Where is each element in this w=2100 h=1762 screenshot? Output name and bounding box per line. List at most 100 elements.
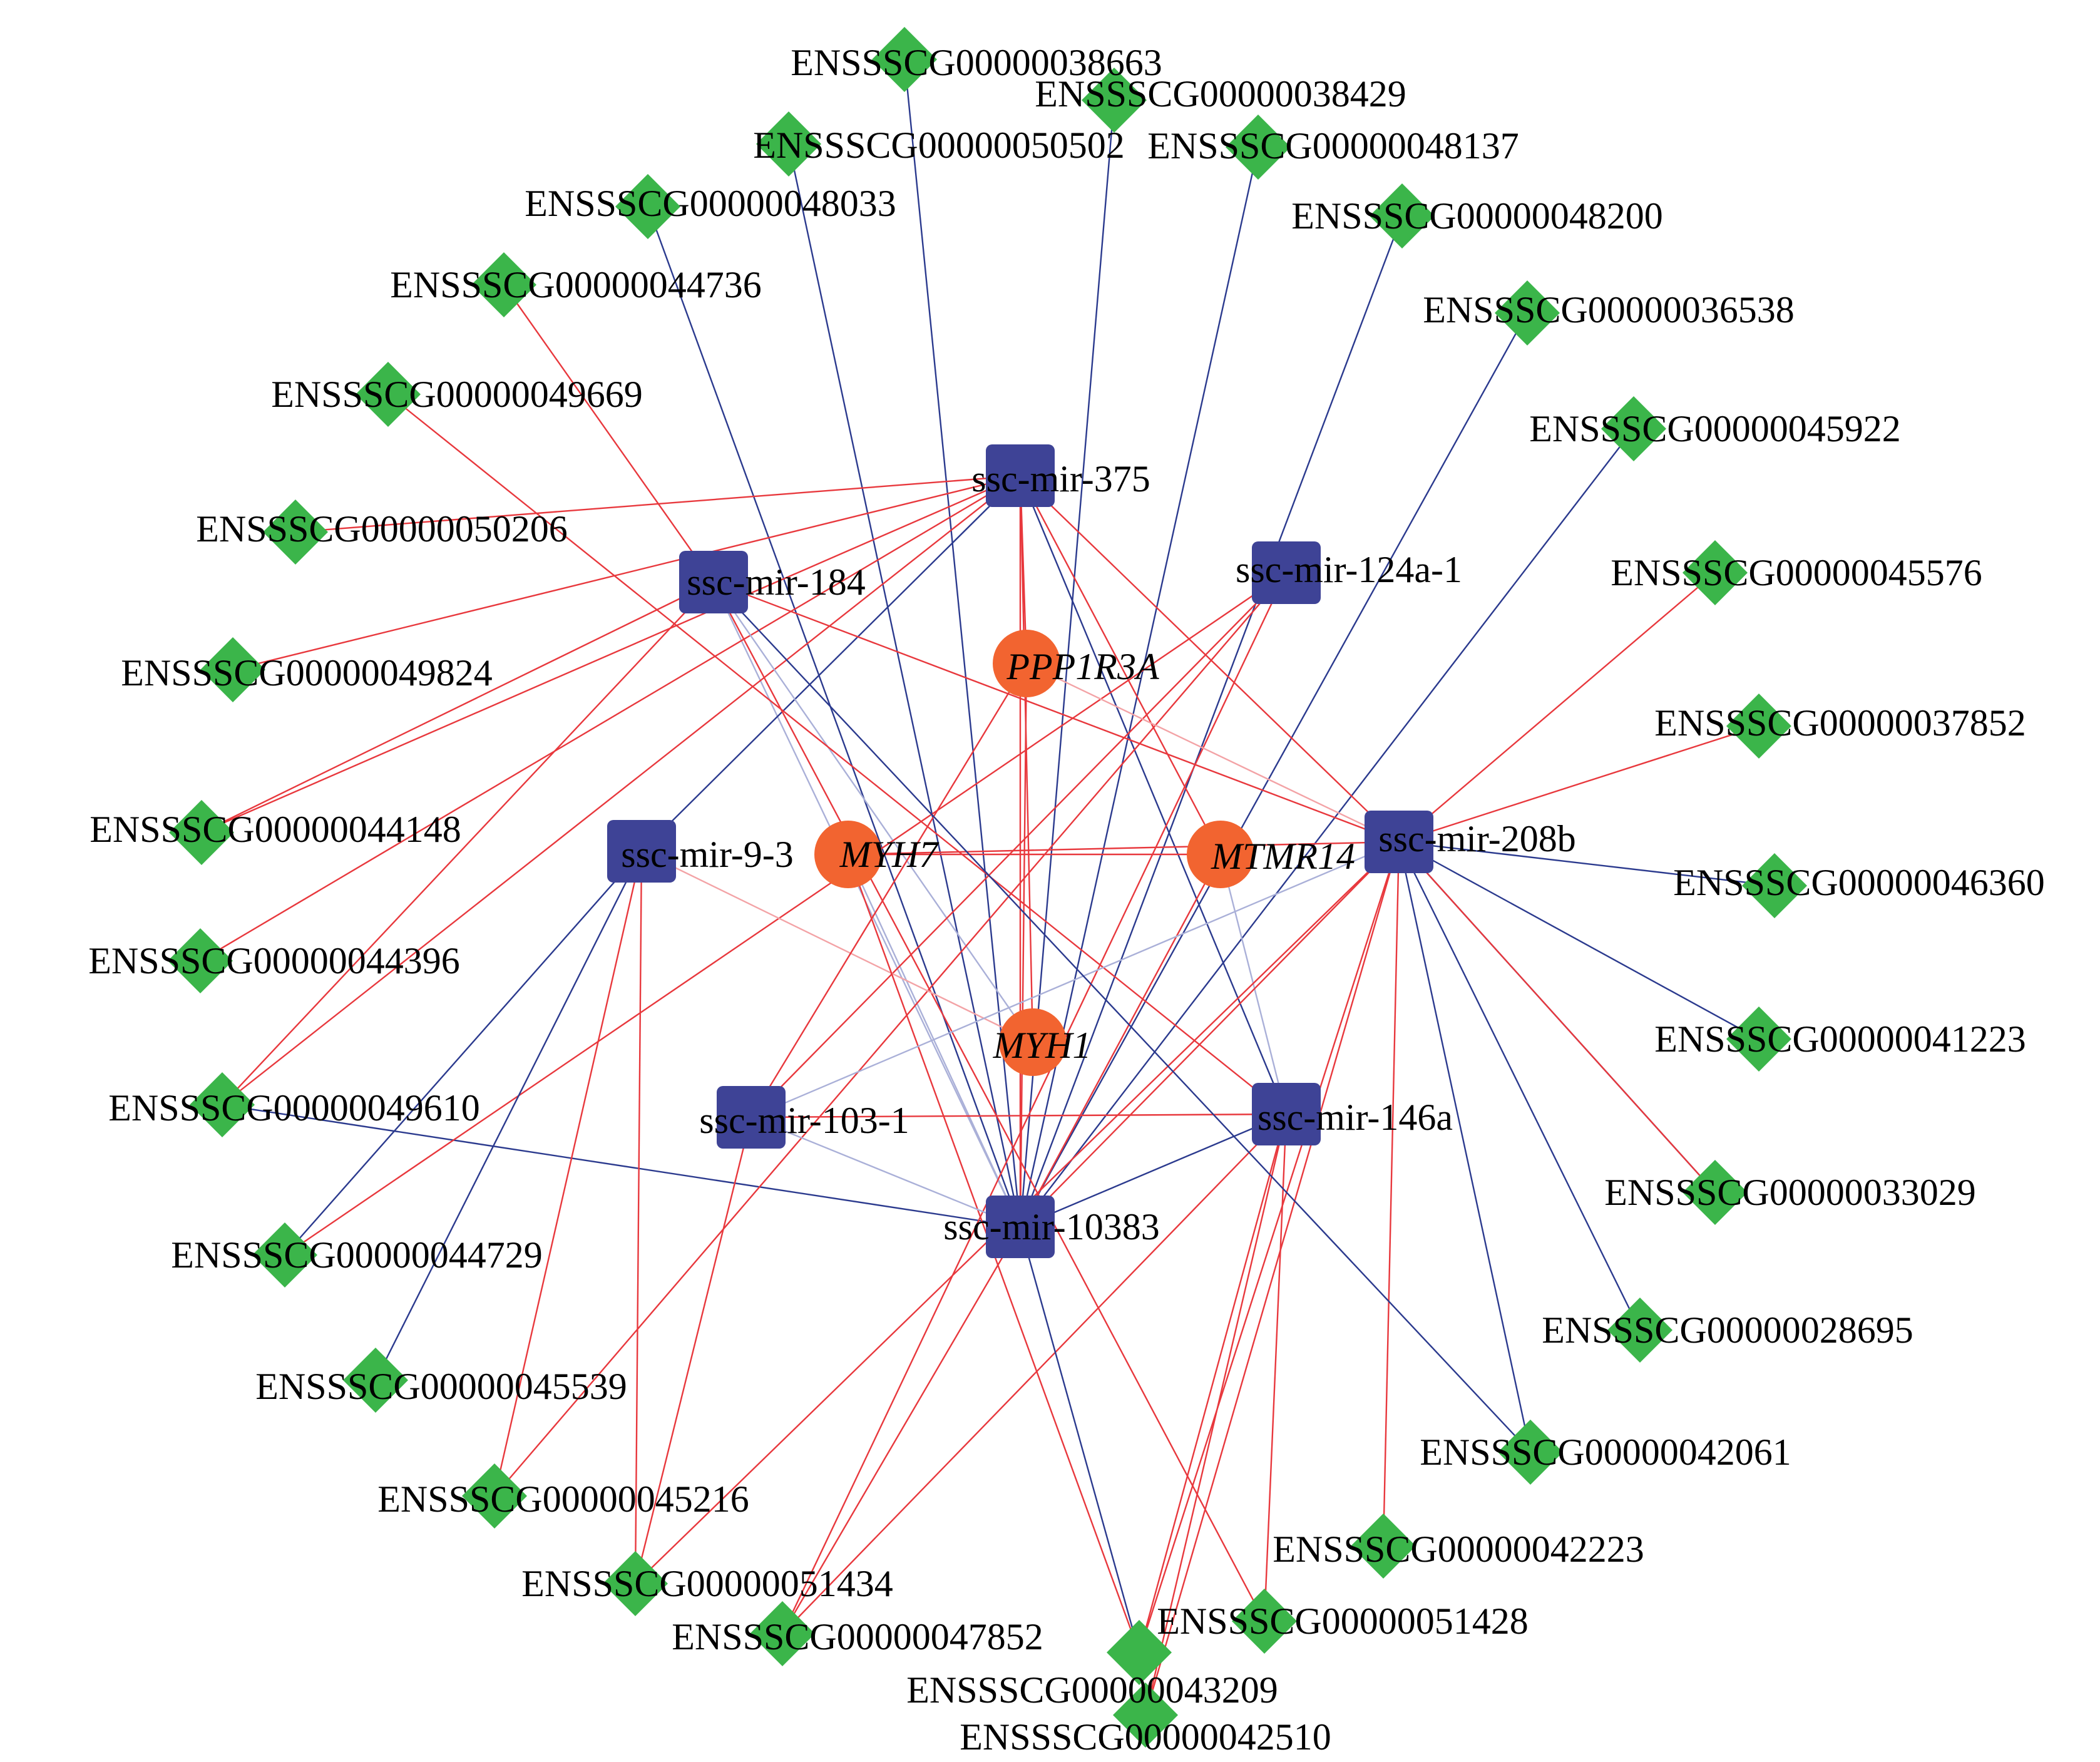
node-label-g42510: ENSSSCG00000042510 xyxy=(960,1716,1331,1758)
node-label-g45576: ENSSSCG00000045576 xyxy=(1611,552,1982,593)
node-label-g51428: ENSSSCG00000051428 xyxy=(1157,1601,1528,1642)
edge-ppp1r3a-m1031 xyxy=(750,663,1028,1118)
ellipse-icon xyxy=(1187,821,1254,888)
diamond-icon xyxy=(1232,1589,1297,1654)
node-label-mtmr14: MTMR14 xyxy=(1211,836,1355,877)
edge-m184-g44148 xyxy=(201,581,714,834)
node-label-g42061: ENSSSCG00000042061 xyxy=(1420,1432,1791,1473)
edge-m184-g42061 xyxy=(713,581,1531,1453)
diamond-icon xyxy=(1726,694,1791,759)
edge-m208b-m1031 xyxy=(750,841,1400,1119)
edge-m375-m93 xyxy=(641,475,1021,852)
edge-m10383-g49610 xyxy=(222,1104,1021,1228)
edge-m93-g44729 xyxy=(284,851,642,1256)
node-label-g45922: ENSSSCG00000045922 xyxy=(1529,408,1900,449)
edge-m375-g44396 xyxy=(200,474,1021,962)
edge-m208b-g42510 xyxy=(1144,841,1400,1716)
diamond-icon xyxy=(462,1463,527,1529)
node-label-g28695: ENSSSCG00000028695 xyxy=(1542,1309,1913,1351)
diamond-icon xyxy=(1351,1514,1416,1579)
edge-m146a-m10383 xyxy=(1020,1113,1287,1228)
square-icon xyxy=(986,1196,1055,1258)
node-label-g48200: ENSSSCG00000048200 xyxy=(1291,195,1662,237)
diamond-icon xyxy=(1601,396,1666,461)
node-label-g37852: ENSSSCG00000037852 xyxy=(1654,702,2026,744)
edge-m146a-g42510 xyxy=(1144,1114,1288,1716)
diamond-icon xyxy=(1498,1420,1563,1485)
edge-mtmr14-m10383 xyxy=(1019,854,1222,1227)
edge-m184-g49610 xyxy=(222,581,714,1105)
edge-m375-myh1 xyxy=(1019,475,1034,1043)
square-icon xyxy=(1252,541,1321,604)
node-label-myh7: MYH7 xyxy=(839,834,940,875)
edge-m10383-g36538 xyxy=(1019,312,1529,1227)
edge-m146a-m1031 xyxy=(750,1113,1287,1119)
edge-m184-g51428 xyxy=(712,581,1266,1622)
edge-m93-g51434 xyxy=(634,851,643,1584)
diamond-icon xyxy=(1370,183,1435,248)
edge-m146a-g43209 xyxy=(1138,1114,1288,1653)
node-label-g49824: ENSSSCG00000049824 xyxy=(121,652,492,694)
node-label-g41223: ENSSSCG00000041223 xyxy=(1654,1018,2026,1060)
edge-m375-m208b xyxy=(1020,475,1400,843)
diamond-icon xyxy=(168,928,233,993)
square-icon xyxy=(986,444,1055,507)
edge-m1031-g51434 xyxy=(634,1117,752,1584)
edge-m184-m208b xyxy=(713,581,1400,843)
edge-m124a1-g47852 xyxy=(781,572,1288,1634)
edge-m146a-g47852 xyxy=(782,1114,1287,1634)
node-label-m146a: ssc-mir-146a xyxy=(1257,1097,1453,1138)
node-label-g44736: ENSSSCG00000044736 xyxy=(390,264,761,305)
diamond-icon xyxy=(603,1551,668,1616)
diamond-icon xyxy=(1726,1006,1791,1072)
diamond-icon xyxy=(750,1601,815,1666)
diamond-icon xyxy=(1742,853,1807,918)
node-label-m93: ssc-mir-9-3 xyxy=(621,834,793,875)
edge-m124a1-g44729 xyxy=(284,572,1287,1256)
edge-m10383-g48033 xyxy=(647,206,1022,1227)
edge-m10383-ppp1r3a xyxy=(1019,663,1028,1227)
node-label-g50206: ENSSSCG00000050206 xyxy=(196,508,567,550)
node-label-g46360: ENSSSCG00000046360 xyxy=(1673,862,2044,903)
diamond-icon xyxy=(1683,540,1748,605)
diamond-icon xyxy=(252,1222,317,1288)
edge-m208b-g43209 xyxy=(1138,841,1400,1653)
node-label-g44396: ENSSSCG00000044396 xyxy=(88,940,459,981)
node-label-g44729: ENSSSCG00000044729 xyxy=(171,1234,542,1276)
edge-m93-myh1 xyxy=(641,850,1033,1043)
node-label-g45539: ENSSSCG00000045539 xyxy=(255,1366,627,1407)
node-label-g38429: ENSSSCG00000038429 xyxy=(1035,73,1406,115)
edge-m208b-g42223 xyxy=(1382,841,1400,1547)
node-label-m184: ssc-mir-184 xyxy=(687,561,865,603)
node-label-m1031: ssc-mir-103-1 xyxy=(699,1100,909,1141)
edges-layer xyxy=(200,59,1775,1716)
node-label-m124a1: ssc-mir-124a-1 xyxy=(1236,549,1462,590)
node-label-m375: ssc-mir-375 xyxy=(971,458,1150,499)
ellipse-icon xyxy=(993,630,1060,697)
node-label-g43209: ENSSSCG00000043209 xyxy=(906,1669,1278,1711)
node-label-g36538: ENSSSCG00000036538 xyxy=(1423,289,1794,330)
node-label-g50502: ENSSSCG00000050502 xyxy=(753,125,1124,166)
diamond-icon xyxy=(872,27,937,92)
edge-myh7-m208b xyxy=(848,841,1400,856)
edge-m375-g49610 xyxy=(222,475,1021,1105)
edge-m93-g45539 xyxy=(374,851,643,1381)
diamond-icon xyxy=(200,637,265,702)
node-label-g48137: ENSSSCG00000048137 xyxy=(1147,125,1519,166)
square-icon xyxy=(1365,811,1433,873)
node-label-g49610: ENSSSCG00000049610 xyxy=(108,1087,479,1129)
diamond-icon xyxy=(756,111,821,177)
node-label-g51434: ENSSSCG00000051434 xyxy=(521,1563,893,1604)
edge-g49669-m146a xyxy=(387,394,1287,1115)
edge-m375-g44148 xyxy=(201,474,1021,834)
node-label-g44148: ENSSSCG00000044148 xyxy=(90,809,461,850)
diamond-icon xyxy=(190,1072,255,1137)
diamond-icon xyxy=(1683,1160,1748,1225)
edge-m208b-g42061 xyxy=(1398,841,1532,1453)
edge-m184-myh1 xyxy=(713,581,1033,1043)
diamond-icon xyxy=(1107,1620,1172,1685)
diamond-icon xyxy=(1226,115,1291,180)
edge-m10383-g45922 xyxy=(1020,428,1634,1227)
square-icon xyxy=(1252,1083,1321,1145)
